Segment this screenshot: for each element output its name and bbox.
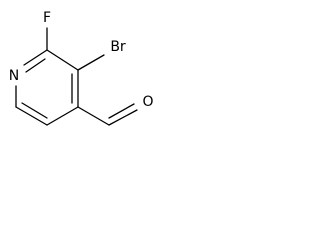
bond-c2-c3	[46, 49, 79, 71]
bond-c4-c5	[46, 106, 79, 126]
bond-c5-c6	[15, 106, 48, 126]
bond-cho-o-inner	[108, 103, 135, 119]
bond-n1-c2-inner	[25, 58, 46, 73]
atom-label-nitrogen: N	[9, 68, 19, 84]
bond-cho-o	[108, 109, 138, 126]
bond-c5-c6-inner	[21, 102, 48, 119]
atom-label-bromine: Br	[110, 39, 126, 55]
bond-n1-c2	[23, 49, 48, 66]
atom-label-fluorine: F	[43, 10, 51, 26]
bond-c3-br	[77, 54, 105, 71]
bond-c4-cho	[77, 106, 110, 126]
chemical-structure: F Br N O	[9, 10, 154, 126]
atom-label-oxygen: O	[142, 94, 153, 110]
